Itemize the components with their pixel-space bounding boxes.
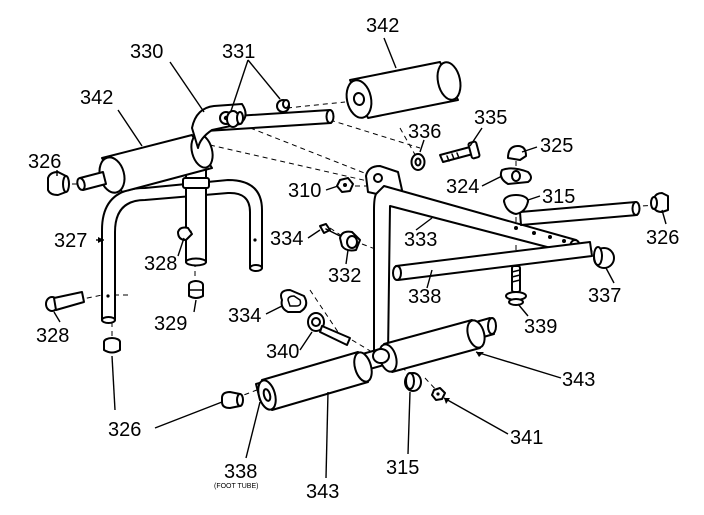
label-340: 340 <box>266 341 299 363</box>
end-cap-337 <box>593 246 615 269</box>
label-328-upper: 328 <box>144 253 177 275</box>
front-roller-343-left <box>257 351 373 411</box>
upper-long-tube <box>519 201 641 226</box>
leader-lines <box>53 37 667 479</box>
label-324: 324 <box>446 176 479 198</box>
label-336: 336 <box>408 121 441 143</box>
pin-328-upper <box>177 226 193 241</box>
label-334-upper: 334 <box>270 228 303 250</box>
label-331: 331 <box>222 41 255 63</box>
end-cap-326-left <box>47 171 70 196</box>
label-343-bottom: 343 <box>306 481 339 503</box>
label-328-lower: 328 <box>36 325 69 347</box>
label-315-upper: 315 <box>542 186 575 208</box>
label-foot-tube: (FOOT TUBE) <box>214 483 258 490</box>
label-333: 333 <box>404 229 437 251</box>
eye-bolt-340 <box>307 312 351 346</box>
label-329: 329 <box>154 313 187 335</box>
label-341: 341 <box>510 427 543 449</box>
label-315-lower: 315 <box>386 457 419 479</box>
clip-334 <box>280 289 308 313</box>
label-332: 332 <box>328 265 361 287</box>
label-330: 330 <box>130 41 163 63</box>
middle-tube-338 <box>392 241 593 281</box>
label-326-bottom: 326 <box>108 419 141 441</box>
pin-339 <box>505 265 527 306</box>
label-338-foot: 338 <box>224 461 257 483</box>
rear-frame-327 <box>101 179 263 324</box>
label-342-right: 342 <box>366 15 399 37</box>
front-roller-343-right <box>378 319 486 373</box>
screw-334 <box>319 223 341 237</box>
label-335: 335 <box>474 107 507 129</box>
end-cap-326-right <box>650 192 669 213</box>
part-labels: 342 330 331 342 336 335 325 326 310 324 … <box>28 15 679 503</box>
nut-341 <box>431 387 446 401</box>
knob-324 <box>499 167 532 185</box>
label-337: 337 <box>588 285 621 307</box>
bolt-335 <box>439 140 481 163</box>
frame-foot-joint <box>372 348 390 364</box>
knob-315-lower <box>404 372 422 392</box>
label-325: 325 <box>540 135 573 157</box>
pin-328-lower <box>45 291 85 312</box>
label-342-left: 342 <box>80 87 113 109</box>
knob-329 <box>188 280 204 299</box>
washer-336 <box>410 153 426 171</box>
label-327: 327 <box>54 230 87 252</box>
label-334-lower: 334 <box>228 305 261 327</box>
end-cap-326-bottom <box>103 337 121 354</box>
bushing-332 <box>339 230 361 252</box>
bushings-331 <box>226 99 290 128</box>
left-roller-pad-342 <box>76 133 214 194</box>
knob-315-upper <box>503 194 529 215</box>
label-338-middle: 338 <box>408 286 441 308</box>
cap-325 <box>507 145 527 161</box>
nut-310 <box>336 177 354 193</box>
label-326-left: 326 <box>28 151 61 173</box>
label-343-right: 343 <box>562 369 595 391</box>
right-roller-pad-342 <box>345 61 462 119</box>
label-339: 339 <box>524 316 557 338</box>
label-326-right: 326 <box>646 227 679 249</box>
label-310: 310 <box>288 180 321 202</box>
end-cap-326-foot <box>221 391 244 409</box>
